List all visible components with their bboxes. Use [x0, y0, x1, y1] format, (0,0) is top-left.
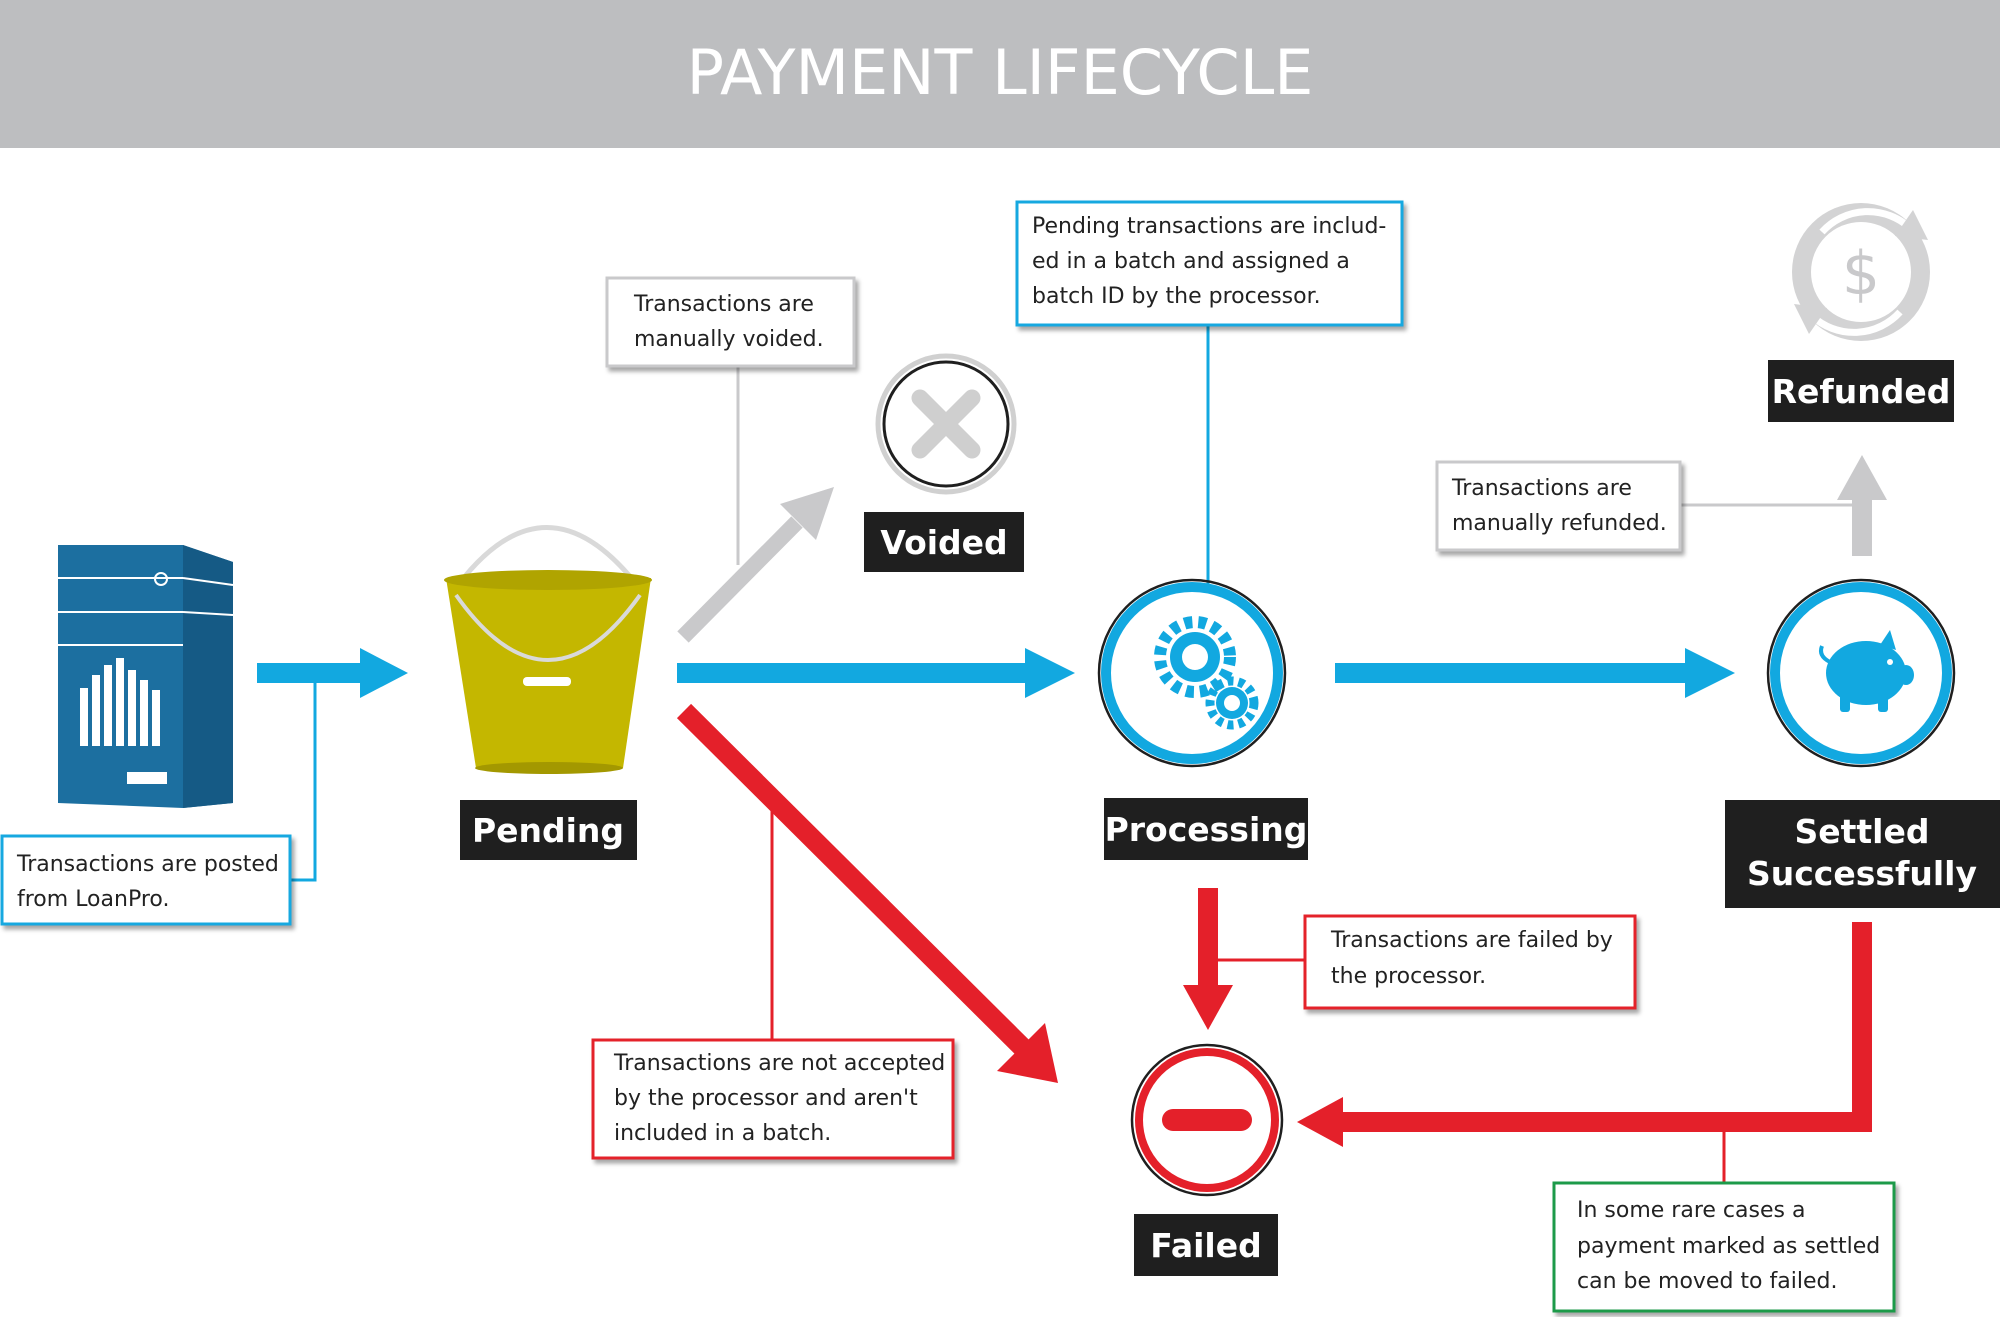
arrow-pending-to-failed [676, 703, 1031, 1056]
svg-text:Transactions are posted: Transactions are posted [16, 852, 279, 877]
posted-connector [290, 676, 317, 882]
note-rare-cases: In some rare cases a payment marked as s… [1552, 1181, 1896, 1313]
arrow-pending-to-failed-head [997, 1023, 1058, 1083]
svg-text:payment marked as settled: payment marked as settled [1577, 1234, 1880, 1259]
svg-text:manually voided.: manually voided. [634, 327, 824, 352]
arrow-processing-to-failed-head [1183, 985, 1233, 1030]
arrow-settled-to-failed-head [1297, 1097, 1343, 1147]
note-posted: Transactions are posted from LoanPro. [0, 834, 292, 926]
svg-text:Transactions are failed by: Transactions are failed by [1330, 928, 1613, 953]
svg-text:Successfully: Successfully [1747, 854, 1977, 893]
piggy-bank-icon [1766, 578, 1956, 768]
note-refunded: Transactions are manually refunded. [1435, 460, 1682, 552]
note-failed-by-processor: Transactions are failed by the processor… [1303, 914, 1637, 1010]
svg-text:Processing: Processing [1105, 810, 1308, 849]
arrow-settled-to-refunded-head [1837, 455, 1887, 500]
svg-text:can be moved to failed.: can be moved to failed. [1577, 1269, 1837, 1294]
note-not-accepted: Transactions are not accepted by the pro… [591, 1038, 955, 1160]
svg-text:Settled: Settled [1794, 812, 1929, 851]
svg-text:ed in a batch and assigned a: ed in a batch and assigned a [1032, 249, 1350, 274]
note-processing: Pending transactions are includ- ed in a… [1015, 200, 1404, 327]
arrow-settled-to-failed [1338, 922, 1872, 1132]
minus-icon [1130, 1043, 1284, 1197]
svg-text:batch ID by the processor.: batch ID by the processor. [1032, 284, 1321, 309]
svg-text:Refunded: Refunded [1772, 372, 1951, 411]
arrow-pending-to-voided-head [780, 487, 834, 540]
svg-text:Failed: Failed [1150, 1226, 1262, 1265]
svg-text:from LoanPro.: from LoanPro. [17, 887, 169, 912]
x-icon [875, 353, 1017, 495]
svg-text:Transactions are not accepted: Transactions are not accepted [613, 1051, 945, 1076]
stage-label-refunded: Refunded [1768, 360, 1954, 422]
svg-text:Transactions are: Transactions are [633, 292, 814, 317]
svg-text:$: $ [1842, 239, 1880, 309]
svg-text:Pending transactions are inclu: Pending transactions are includ- [1032, 214, 1386, 239]
arrow-pending-to-voided [677, 516, 803, 643]
svg-text:Voided: Voided [880, 523, 1007, 562]
svg-text:Pending: Pending [472, 811, 624, 850]
svg-text:In some rare cases a: In some rare cases a [1577, 1198, 1805, 1223]
stage-label-pending: Pending [460, 800, 637, 860]
dollar-refresh-icon: $ [1792, 203, 1930, 341]
server-icon [58, 545, 234, 808]
stage-label-voided: Voided [864, 512, 1024, 572]
arrow-pending-to-processing-head [1025, 648, 1075, 698]
note-voided: Transactions are manually voided. [605, 276, 856, 368]
arrow-processing-to-settled-head [1685, 648, 1735, 698]
page-title: PAYMENT LIFECYCLE [687, 36, 1314, 109]
stage-label-processing: Processing [1104, 798, 1308, 860]
svg-text:manually refunded.: manually refunded. [1452, 511, 1667, 536]
gears-icon [1097, 578, 1287, 768]
stage-label-failed: Failed [1134, 1214, 1278, 1276]
arrow-posted-to-pending-head [360, 648, 408, 698]
svg-text:the processor.: the processor. [1331, 964, 1486, 989]
svg-text:Transactions are: Transactions are [1451, 476, 1632, 501]
stage-label-settled: Settled Successfully [1725, 800, 2000, 908]
header-bar [0, 0, 2000, 148]
bucket-icon [444, 525, 652, 774]
svg-text:included in a batch.: included in a batch. [614, 1121, 831, 1146]
svg-text:by the processor and aren't: by the processor and aren't [614, 1086, 918, 1111]
